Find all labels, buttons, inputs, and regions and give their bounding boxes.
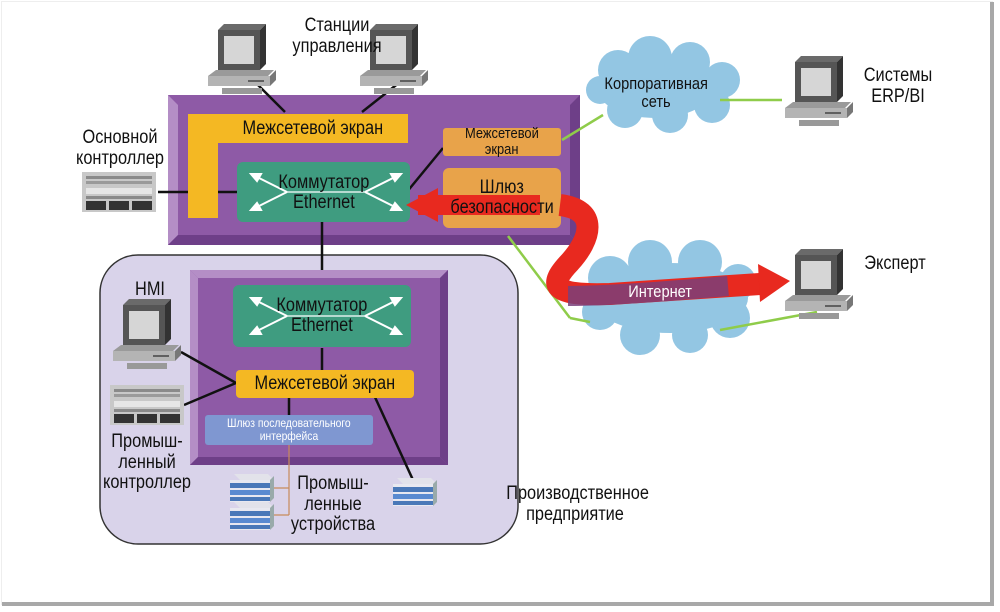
switch-label-line: Ethernet: [292, 192, 355, 213]
expert-pc-icon: [784, 248, 854, 320]
internet-cloud-text: Интернет: [605, 280, 715, 304]
label-line: ленный: [118, 451, 176, 473]
plant-firewall-box: [236, 370, 414, 398]
switch-label-line: Ethernet: [291, 315, 353, 336]
hmi-pc-icon: [112, 298, 182, 370]
label-line: устройства: [290, 514, 376, 536]
erp-bi-pc-icon: [784, 55, 854, 127]
industrial-controller-label: Промыш- ленный контроллер: [100, 431, 195, 494]
security-gateway-text: Шлюз безопасности: [443, 168, 561, 228]
plant-firewall-label: Межсетевой экран: [254, 373, 396, 395]
control-stations-label: Станции управления: [290, 15, 385, 57]
industrial-controller-icon: [110, 385, 184, 425]
gateway-label-line: безопасности: [450, 197, 554, 218]
label-line: Основной: [82, 127, 158, 148]
internet-label: Интернет: [628, 282, 692, 302]
control-station-1-icon: [207, 23, 277, 95]
expert-label: Эксперт: [864, 253, 926, 274]
plant-firewall-text: Межсетевой экран: [236, 370, 414, 398]
top-switch-text: Коммутатор Ethernet: [237, 170, 410, 216]
cloud-label-line: сеть: [641, 92, 671, 111]
industrial-devices-label: Промыш- ленные устройства: [290, 473, 376, 536]
top-firewall-text: Межсетевой экран: [218, 114, 408, 143]
label-line: управления: [292, 35, 382, 57]
firewall-label-line: Межсетевой: [465, 125, 539, 143]
label-line: Промыш-: [111, 431, 183, 452]
serial-label-line: Шлюз последовательного: [227, 416, 351, 431]
top-firewall-label: Межсетевой экран: [242, 117, 384, 139]
firewall-label-line: экран: [485, 141, 519, 158]
small-firewall-box: [443, 128, 561, 156]
plant-switch-text: Коммутатор Ethernet: [233, 292, 411, 340]
main-controller-icon: [82, 172, 156, 212]
label-line: ленные: [304, 493, 362, 515]
plant-label: Производственное предприятие: [506, 483, 649, 525]
label-line: ERP/BI: [871, 85, 925, 107]
label-line: Производственное: [506, 483, 649, 504]
switch-label-line: Коммутатор: [276, 295, 368, 317]
corporate-cloud-text: Корпоративная сеть: [596, 72, 716, 114]
small-firewall-text: Межсетевой экран: [443, 125, 561, 158]
corporate-cloud: [586, 36, 740, 133]
gateway-label-line: Шлюз: [479, 177, 525, 199]
serial-gateway-text: Шлюз последовательного интерфейса: [205, 415, 373, 445]
label-line: Системы: [863, 65, 933, 86]
cloud-label-line: Корпоративная: [604, 74, 708, 94]
label-line: контроллер: [76, 147, 164, 169]
serial-label-line: интерфейса: [259, 429, 319, 443]
main-controller-label: Основной контроллер: [68, 127, 171, 169]
top-firewall-shape: [188, 114, 408, 218]
serial-gateway-box: [205, 415, 373, 445]
switch-label-line: Коммутатор: [278, 172, 369, 194]
erp-bi-label: Системы ERP/BI: [855, 65, 941, 107]
label-line: Промыш-: [297, 473, 369, 494]
label-line: Станции: [304, 15, 370, 36]
label-line: контроллер: [103, 472, 191, 494]
hmi-label: HMI: [135, 279, 165, 300]
label-line: предприятие: [526, 503, 624, 525]
